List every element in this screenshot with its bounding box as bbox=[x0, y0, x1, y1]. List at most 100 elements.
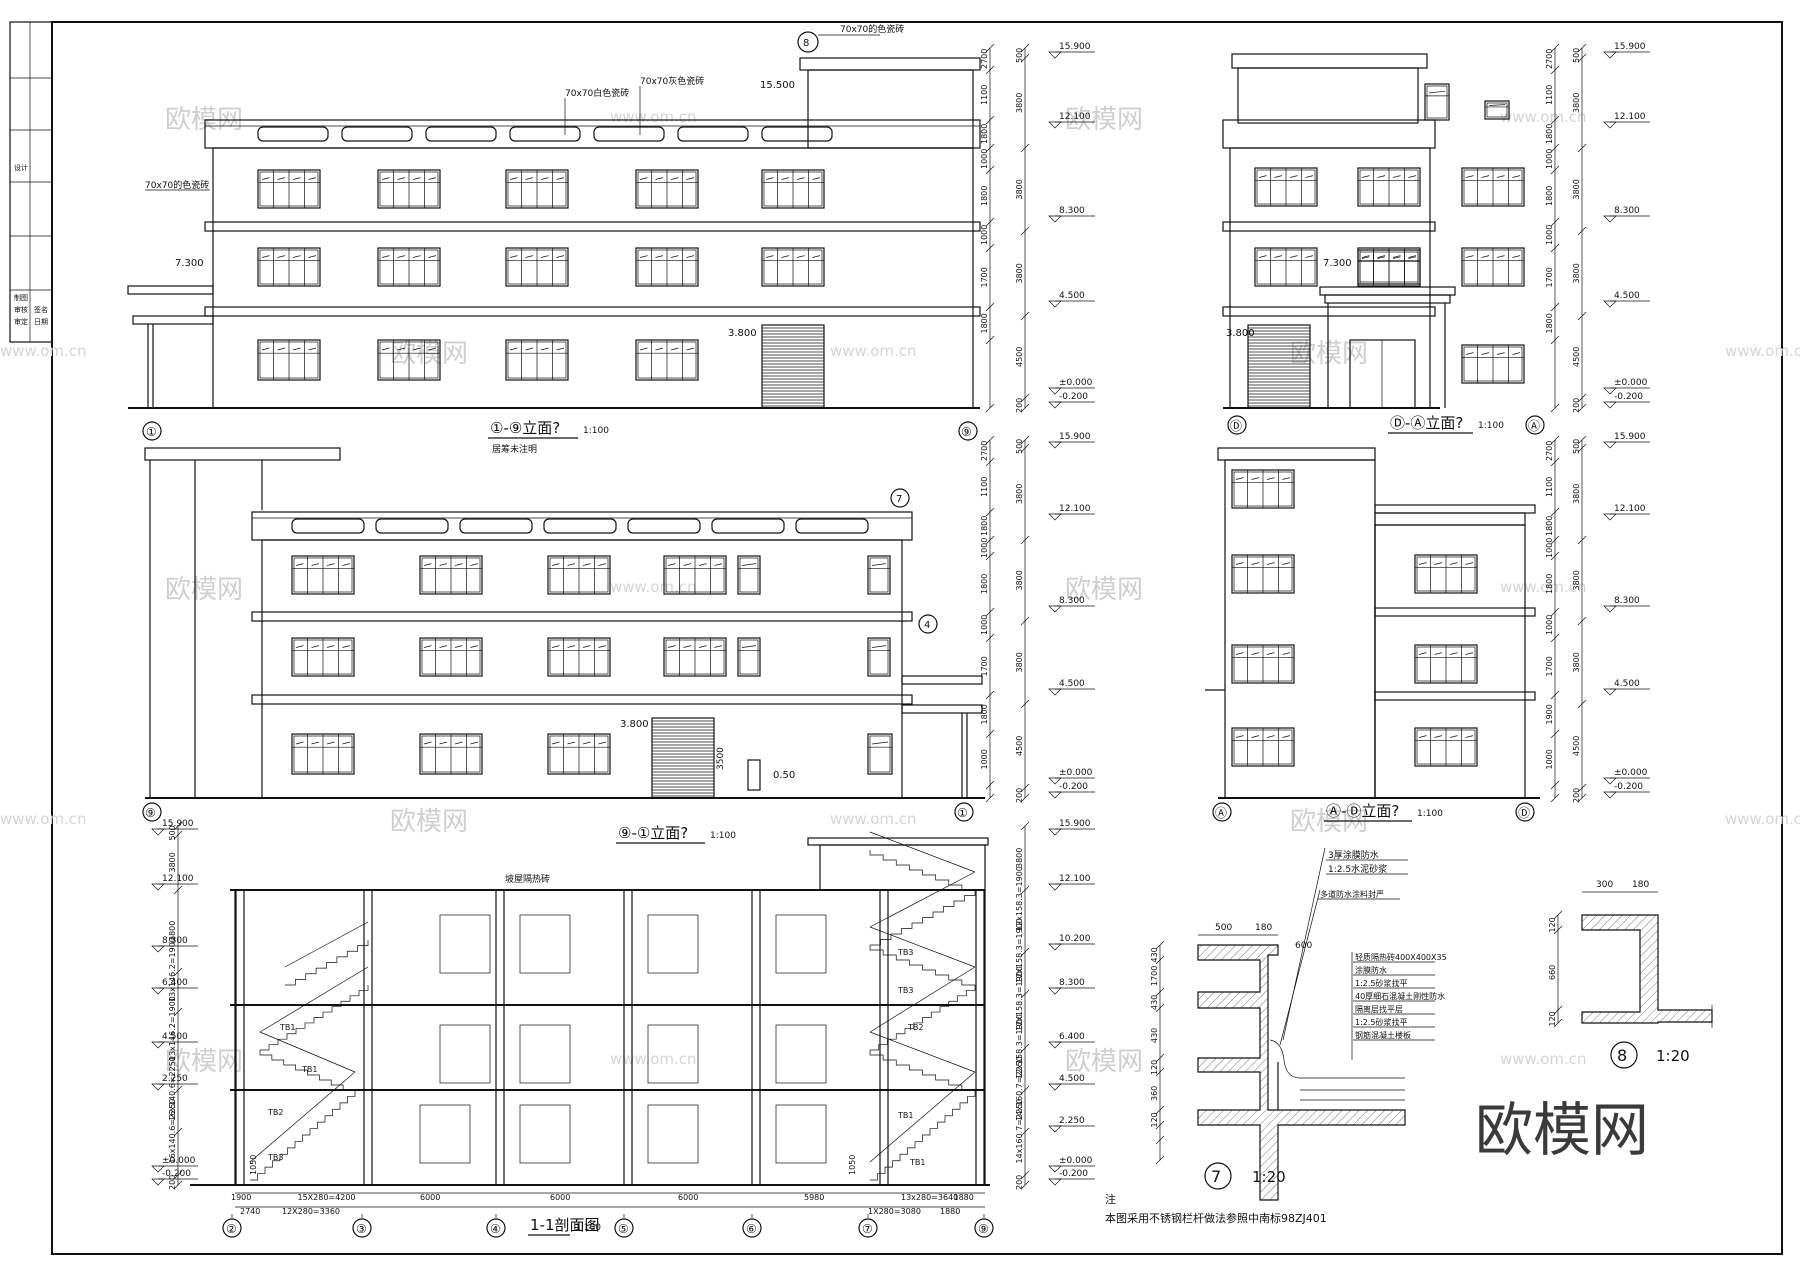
axis-label: ② bbox=[226, 1222, 237, 1236]
detail-callout-label: 4 bbox=[924, 620, 930, 631]
dim-label: 4500 bbox=[1015, 736, 1024, 756]
dim-label: 14x160.7=2250 bbox=[1015, 1056, 1024, 1121]
level-mark: 8.300 bbox=[1048, 978, 1095, 995]
watermark-text: 欧模网 bbox=[1065, 105, 1143, 135]
level-mark: -0.200 bbox=[1603, 782, 1650, 799]
window bbox=[1461, 167, 1525, 207]
dim-label: 1900 bbox=[1545, 704, 1554, 724]
dim-label: 3800 bbox=[1572, 484, 1581, 504]
parapet-panel bbox=[257, 126, 329, 142]
parapet-panel bbox=[711, 518, 785, 534]
window bbox=[663, 555, 727, 595]
dim-label: 1000 bbox=[980, 615, 989, 635]
dim-label: 3800 bbox=[1015, 263, 1024, 283]
dim-label: 1100 bbox=[1545, 85, 1554, 105]
level-mark: 8.300 bbox=[1048, 596, 1095, 613]
watermark-url: www.om.cn bbox=[1500, 108, 1587, 126]
stair-label: TB2 bbox=[907, 1023, 923, 1032]
level-mark: ±0.000 bbox=[1048, 1156, 1095, 1173]
window bbox=[867, 733, 893, 775]
detail-callout-4 bbox=[918, 614, 938, 634]
section-column bbox=[235, 889, 245, 1186]
layer-label: 多道防水涂料封严 bbox=[1320, 889, 1384, 899]
stair-flight bbox=[869, 1071, 976, 1181]
window-opening bbox=[647, 1104, 699, 1164]
watermark-url: www.om.cn bbox=[1500, 1050, 1587, 1068]
dim-label: 12x158.3=1900 bbox=[1015, 966, 1024, 1031]
level-label: 8.300 bbox=[1614, 596, 1640, 606]
dim-label: 1100 bbox=[980, 477, 989, 497]
level-label: ±0.000 bbox=[1614, 378, 1648, 388]
view-scale: 1:100 bbox=[710, 831, 736, 841]
level-label: 8.300 bbox=[162, 936, 188, 946]
detail-callout-label: 8 bbox=[803, 38, 809, 49]
level-mark: ±0.000 bbox=[1048, 768, 1095, 785]
stair-label: TB1 bbox=[301, 1065, 317, 1074]
dim-label: 16x140.6=2250 bbox=[168, 1099, 177, 1164]
level-mark: 8.300 bbox=[1603, 206, 1650, 223]
layer-label: 涂膜防水 bbox=[1355, 965, 1387, 975]
window bbox=[737, 637, 761, 677]
view-title: Ⓐ-Ⓓ立面? bbox=[1326, 802, 1399, 820]
dim-label: 1000 bbox=[980, 149, 989, 169]
level-label: 6.400 bbox=[1059, 1032, 1085, 1042]
watermark-text: 欧模网 bbox=[1065, 575, 1143, 605]
dim-label: 3800 bbox=[168, 921, 177, 941]
window bbox=[1424, 83, 1450, 121]
watermark-text: 欧模网 bbox=[390, 339, 468, 369]
level-label: 15.900 bbox=[162, 819, 194, 829]
level-label: 12.100 bbox=[1059, 112, 1091, 122]
material-note: 70x70灰色瓷砖 bbox=[640, 75, 704, 87]
dim-label: 12X280=3360 bbox=[282, 1207, 340, 1216]
dim-label: 2700 bbox=[1545, 49, 1554, 69]
level-mark: 12.100 bbox=[1048, 112, 1095, 129]
level-label: 0.50 bbox=[773, 770, 795, 781]
layer-label: 3厚涂膜防水 bbox=[1328, 849, 1379, 861]
watermark-text: 欧模网 bbox=[1290, 807, 1368, 837]
dim-label: 180 bbox=[1255, 923, 1272, 933]
watermark-url: www.om.cn bbox=[610, 108, 697, 126]
tb-label-2: 制图 bbox=[14, 293, 28, 302]
dim-label: 1000 bbox=[1545, 615, 1554, 635]
dim-label: 1100 bbox=[1545, 477, 1554, 497]
dim-label: 430 bbox=[1150, 995, 1159, 1010]
level-mark: 4.500 bbox=[1048, 291, 1095, 308]
layer-label: 1:2.5砂浆找平 bbox=[1355, 978, 1408, 988]
window bbox=[663, 637, 727, 677]
level-mark: 12.100 bbox=[1048, 874, 1095, 891]
dim-label: 6000 bbox=[420, 1193, 440, 1202]
window-opening bbox=[647, 914, 699, 974]
window bbox=[1357, 249, 1421, 285]
note-heading: 注 bbox=[1105, 1192, 1116, 1206]
dim-label: 1800 bbox=[980, 574, 989, 594]
parapet-panel bbox=[677, 126, 749, 142]
title-block-labels: 设计 制图 审核 审定 签名 日期 bbox=[14, 163, 48, 326]
axis-label: ⑨ bbox=[145, 806, 156, 820]
window-opening bbox=[775, 1104, 827, 1164]
window bbox=[505, 339, 569, 381]
dim-label: 2740 bbox=[240, 1207, 260, 1216]
dim-label: 3800 bbox=[1572, 93, 1581, 113]
axis-label: Ⓓ bbox=[1230, 419, 1242, 433]
dim-label: 1800 bbox=[980, 313, 989, 333]
window bbox=[547, 637, 611, 677]
dim-label: 3800 bbox=[1015, 179, 1024, 199]
dim-label: 1000 bbox=[1545, 225, 1554, 245]
window bbox=[761, 247, 825, 287]
dim-label: 180 bbox=[1632, 880, 1649, 890]
watermark-text: 欧模网 bbox=[390, 807, 468, 837]
window bbox=[377, 169, 441, 209]
parapet-panel bbox=[593, 126, 665, 142]
level-label: 3.800 bbox=[620, 719, 649, 730]
level-mark: 2.250 bbox=[1048, 1116, 1095, 1133]
dim-label: 2700 bbox=[980, 49, 989, 69]
level-label: ±0.000 bbox=[1059, 378, 1093, 388]
entrance-door bbox=[1349, 339, 1416, 409]
window bbox=[547, 555, 611, 595]
window bbox=[1231, 727, 1295, 767]
stair-flight bbox=[869, 926, 976, 986]
detail-callout-7 bbox=[890, 488, 910, 508]
